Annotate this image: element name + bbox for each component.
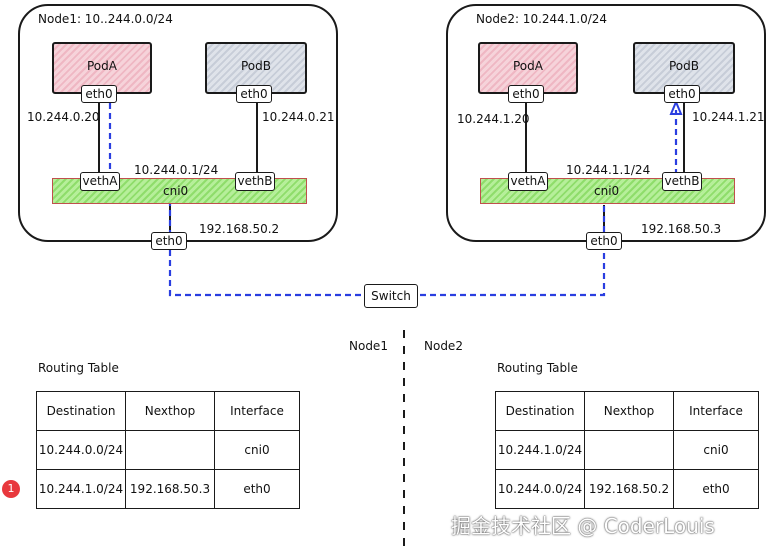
table-row: 10.244.0.0/24 192.168.50.2 eth0 (495, 469, 759, 509)
node2-cni0-label: cni0 (594, 184, 620, 198)
node1-host-eth0: eth0 (151, 232, 187, 250)
cell-destination: 10.244.0.0/24 (495, 469, 585, 509)
header-destination: Destination (36, 391, 126, 431)
node2-bridge-ip: 10.244.1.1/24 (566, 163, 651, 177)
cell-nexthop (584, 430, 674, 470)
node1-vetha: vethA (80, 172, 120, 191)
node1-podb-ip: 10.244.0.21 (262, 110, 335, 124)
node2-podb-eth0: eth0 (664, 85, 700, 103)
node2-poda-label: PodA (513, 59, 543, 73)
cell-destination: 10.244.0.0/24 (36, 430, 126, 470)
node2-host-eth0: eth0 (586, 232, 622, 250)
watermark: 掘金技术社区 @ CoderLouis (451, 514, 715, 538)
node1-poda-ip: 10.244.0.20 (27, 110, 100, 124)
routing-table1-title: Routing Table (38, 361, 119, 375)
node2-poda-ip: 10.244.1.20 (457, 112, 530, 126)
header-destination: Destination (495, 391, 585, 431)
table-row: 10.244.0.0/24 cni0 (36, 430, 300, 470)
cell-interface: eth0 (214, 469, 300, 509)
table-row: 10.244.1.0/24 192.168.50.3 eth0 (36, 469, 300, 509)
node1-title: Node1: 10..244.0.0/24 (38, 12, 173, 26)
header-nexthop: Nexthop (584, 391, 674, 431)
node2-podb-label: PodB (669, 59, 699, 73)
node2-vetha: vethA (508, 172, 548, 191)
node1-podb-eth0: eth0 (236, 85, 272, 103)
table-header-row: Destination Nexthop Interface (36, 391, 300, 431)
node2-podb: PodB (633, 42, 735, 94)
routing-table2-title: Routing Table (497, 361, 578, 375)
cell-interface: eth0 (673, 469, 759, 509)
node2-podb-ip: 10.244.1.21 (692, 110, 765, 124)
node2-vethb: vethB (662, 172, 702, 191)
cell-destination: 10.244.1.0/24 (36, 469, 126, 509)
node1-vethb: vethB (235, 172, 275, 191)
divider-node2-label: Node2 (424, 339, 463, 353)
routing-table2: Destination Nexthop Interface 10.244.1.0… (495, 391, 759, 509)
node1-podb-label: PodB (241, 59, 271, 73)
cell-nexthop (125, 430, 215, 470)
cell-interface: cni0 (673, 430, 759, 470)
header-interface: Interface (214, 391, 300, 431)
arrow-head-icon (669, 99, 683, 115)
routing-table1: Destination Nexthop Interface 10.244.0.0… (36, 391, 300, 509)
cell-interface: cni0 (214, 430, 300, 470)
table-header-row: Destination Nexthop Interface (495, 391, 759, 431)
header-interface: Interface (673, 391, 759, 431)
cell-nexthop: 192.168.50.2 (584, 469, 674, 509)
switch-box: Switch (364, 284, 418, 308)
node1-poda-label: PodA (87, 59, 117, 73)
divider-node1-label: Node1 (349, 339, 388, 353)
node1-poda-eth0: eth0 (81, 85, 117, 103)
node2-host-ip: 192.168.50.3 (641, 222, 722, 236)
cell-nexthop: 192.168.50.3 (125, 469, 215, 509)
node2-poda-eth0: eth0 (508, 85, 544, 103)
step-badge: 1 (2, 480, 20, 498)
cell-destination: 10.244.1.0/24 (495, 430, 585, 470)
node1-cni0-label: cni0 (163, 184, 189, 198)
node1-host-ip: 192.168.50.2 (199, 222, 280, 236)
node2-title: Node2: 10.244.1.0/24 (476, 12, 608, 26)
header-nexthop: Nexthop (125, 391, 215, 431)
node1-bridge-ip: 10.244.0.1/24 (134, 163, 219, 177)
table-row: 10.244.1.0/24 cni0 (495, 430, 759, 470)
